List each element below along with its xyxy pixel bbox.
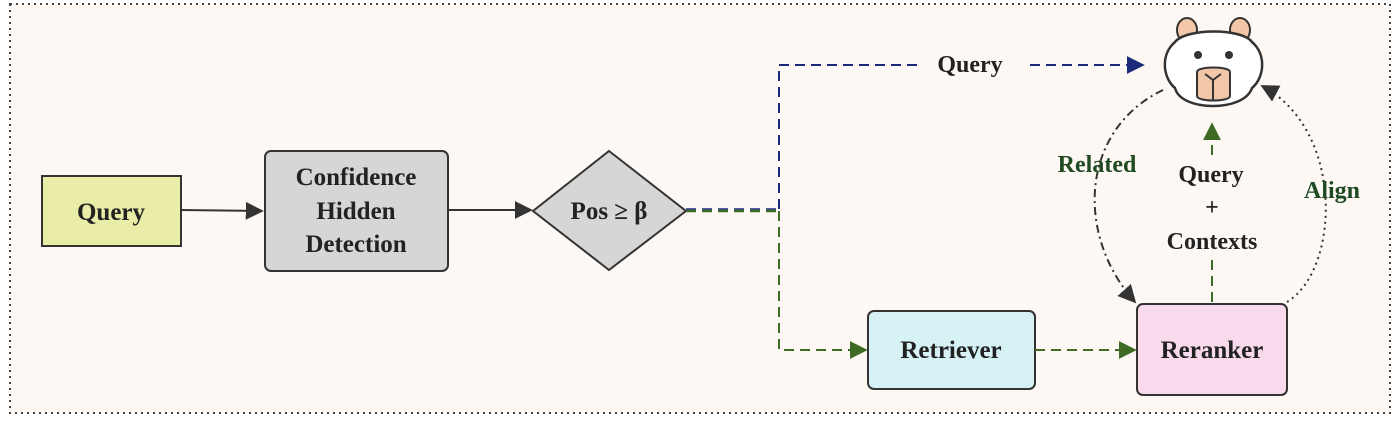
retriever-node: Retriever [867, 310, 1036, 390]
reranker-label: Reranker [1161, 337, 1264, 364]
confidence-detection-node: Confidence Hidden Detection [264, 150, 449, 272]
edge-label-plus: + [1205, 195, 1219, 221]
detection-label-line1: Confidence [296, 164, 417, 191]
edge-green-to-retriever [778, 211, 868, 359]
edge-blue-up [778, 64, 922, 209]
detection-label-line3: Detection [305, 231, 406, 258]
edge-query-detection [180, 201, 264, 220]
llama-head-icon [1163, 17, 1264, 108]
decision-label: Pos ≥ β [571, 198, 648, 225]
decision-node: Pos ≥ β [531, 149, 688, 272]
edge-label-query: Query [1178, 162, 1243, 188]
detection-label-line2: Hidden [316, 198, 395, 225]
edge-label-related: Related [1058, 152, 1137, 178]
edge-label-contexts: Contexts [1167, 229, 1258, 255]
edge-align [1260, 85, 1327, 303]
retriever-label: Retriever [900, 337, 1001, 364]
edge-label-query-top: Query [937, 52, 1002, 78]
query-node: Query [41, 175, 182, 247]
query-node-label: Query [77, 199, 146, 226]
edge-label-align: Align [1304, 178, 1360, 204]
reranker-node: Reranker [1136, 303, 1288, 396]
